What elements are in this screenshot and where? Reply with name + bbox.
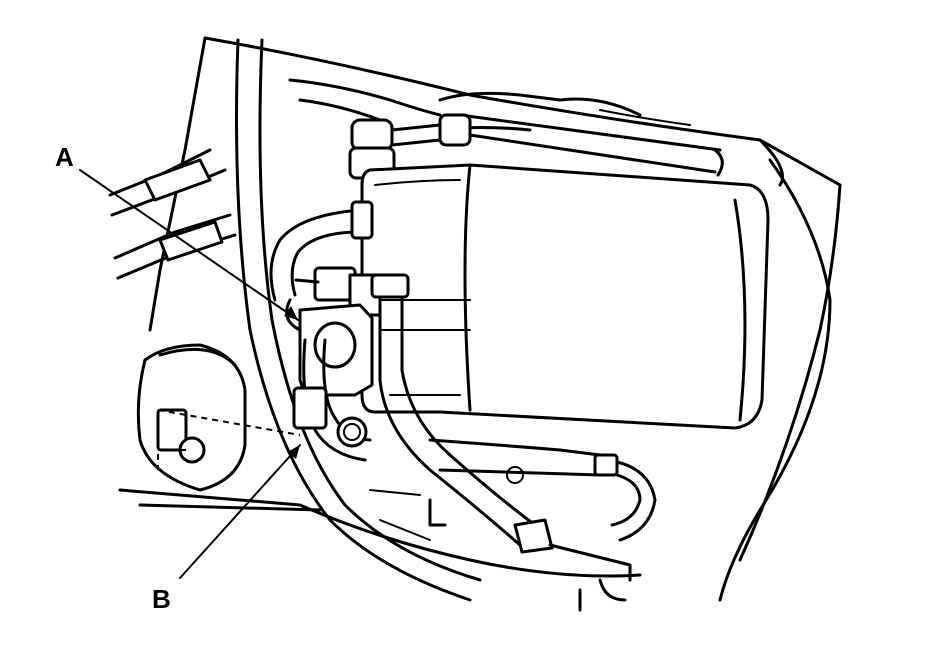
lower-fittings xyxy=(369,438,657,612)
callout-b-label: B xyxy=(152,584,171,614)
callout-a: A xyxy=(55,142,299,321)
mount-bracket xyxy=(136,343,301,492)
callout-b: B xyxy=(152,444,301,614)
purge-hose-loop xyxy=(269,200,374,302)
top-connector xyxy=(348,113,472,180)
vehicle-body-outline xyxy=(118,36,842,602)
vent-hose xyxy=(370,273,554,554)
charcoal-canister xyxy=(360,163,770,430)
callout-b-arrowhead xyxy=(287,445,300,459)
solenoid-valve xyxy=(285,266,382,397)
elbow-hose xyxy=(292,338,372,462)
callout-a-leader xyxy=(79,169,299,321)
upper-hoses xyxy=(288,78,724,177)
callout-b-leader xyxy=(179,444,301,579)
callout-a-label: A xyxy=(55,142,74,172)
left-wires xyxy=(108,148,237,280)
callout-a-arrowhead xyxy=(284,306,298,320)
